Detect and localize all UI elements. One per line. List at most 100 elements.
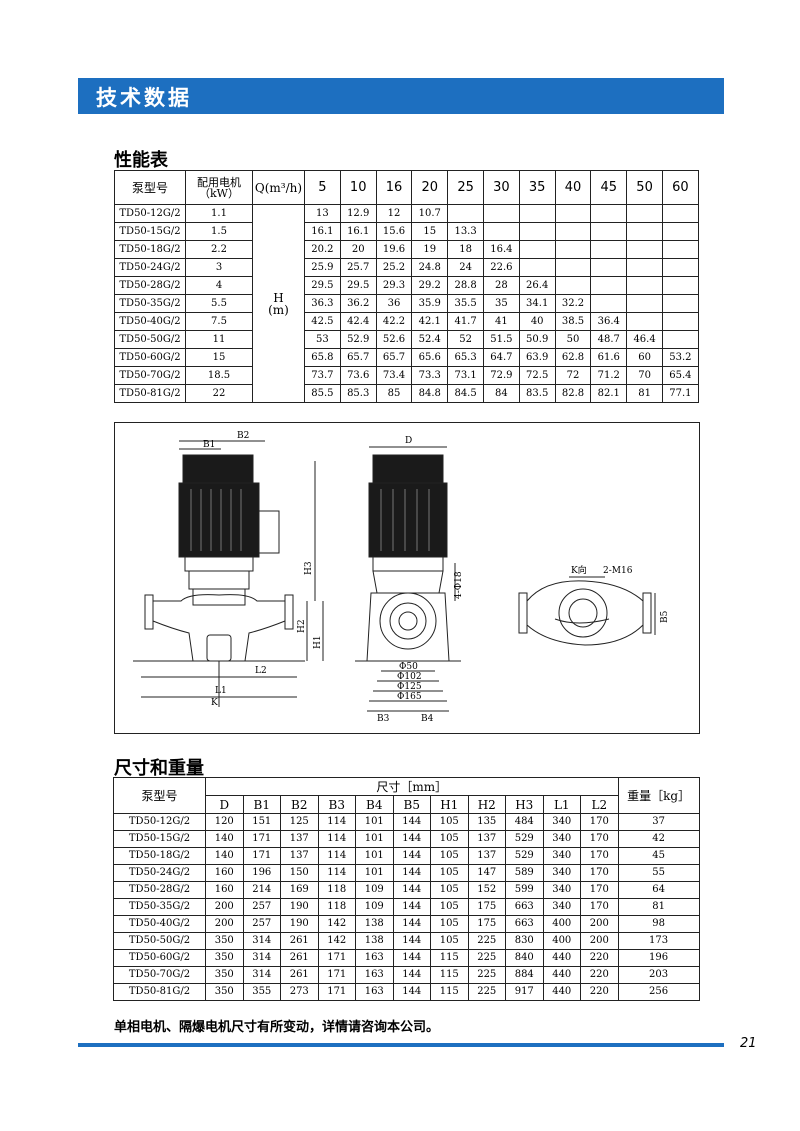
head-value: 18 — [447, 240, 484, 259]
dimension-value: 175 — [467, 915, 506, 933]
dimension-value: 220 — [580, 966, 619, 984]
head-value: 26.4 — [518, 276, 556, 295]
dimension-value: 151 — [242, 813, 281, 831]
dimension-value: 144 — [392, 813, 431, 831]
dim-col-header: H3 — [505, 795, 544, 814]
dimension-value: 884 — [505, 966, 544, 984]
footer-line — [78, 1043, 724, 1047]
dim-b3: B3 — [377, 714, 390, 724]
dimension-value: 220 — [580, 949, 619, 967]
dim-b4: B4 — [421, 714, 434, 724]
inlet-flange — [144, 594, 154, 630]
dim-h3: H3 — [304, 561, 314, 575]
head-value: 65.3 — [447, 348, 484, 367]
dimension-value: 135 — [467, 813, 506, 831]
head-value: 25.7 — [339, 258, 377, 277]
col-flow-header: Q(m³/h) — [252, 170, 305, 205]
head-value: 25.9 — [304, 258, 341, 277]
head-value: 42.4 — [339, 312, 377, 331]
head-value — [518, 204, 556, 223]
pump-model: TD50-81G/2 — [113, 983, 206, 1001]
head-value — [661, 222, 699, 241]
head-value: 73.1 — [447, 366, 484, 385]
head-value — [626, 240, 663, 259]
dim-l1: L1 — [215, 686, 227, 696]
dimension-value: 137 — [467, 830, 506, 848]
dimension-value: 340 — [542, 881, 581, 899]
dimensions-title: 尺寸和重量 — [114, 758, 204, 779]
head-value — [518, 240, 556, 259]
dim-d: D — [405, 436, 412, 446]
head-value: 50.9 — [518, 330, 556, 349]
dimension-value: 144 — [392, 966, 431, 984]
dimension-value: 663 — [505, 898, 544, 916]
weight-value: 98 — [617, 915, 700, 933]
motor-power: 3 — [185, 258, 253, 277]
head-value: 72.9 — [482, 366, 520, 385]
dimension-value: 200 — [580, 915, 619, 933]
dimension-value: 160 — [205, 864, 244, 882]
head-value — [518, 258, 556, 277]
dim-b1: B1 — [203, 440, 215, 450]
dim-col-header: L1 — [542, 795, 581, 814]
dimension-value: 190 — [280, 915, 319, 933]
dim-h1: H1 — [313, 635, 323, 649]
dimension-value: 170 — [580, 813, 619, 831]
dimension-value: 109 — [355, 881, 394, 899]
dim-holes: 4-Φ18 — [454, 571, 464, 599]
head-value: 36.2 — [339, 294, 377, 313]
weight-value: 81 — [617, 898, 700, 916]
dimension-value: 200 — [205, 898, 244, 916]
pump-model: TD50-60G/2 — [113, 949, 206, 967]
dimension-value: 118 — [317, 898, 356, 916]
dimension-value: 340 — [542, 847, 581, 865]
head-value: 16.4 — [482, 240, 520, 259]
dimension-value: 144 — [392, 898, 431, 916]
head-value: 50 — [554, 330, 592, 349]
side-motor-body — [368, 482, 448, 558]
pump-model: TD50-12G/2 — [114, 204, 186, 223]
dimension-value: 589 — [505, 864, 544, 882]
dimension-value: 350 — [205, 949, 244, 967]
head-value: 85.3 — [339, 384, 377, 403]
terminal-box — [258, 510, 280, 554]
head-value: 84.8 — [411, 384, 449, 403]
dimension-value: 109 — [355, 898, 394, 916]
pump-model: TD50-18G/2 — [114, 240, 186, 259]
head-value: 73.6 — [339, 366, 377, 385]
dimension-value: 144 — [392, 881, 431, 899]
dimension-value: 171 — [242, 830, 281, 848]
dimension-value: 171 — [242, 847, 281, 865]
dimension-value: 400 — [542, 915, 581, 933]
flow-header: 45 — [590, 170, 628, 205]
head-value — [590, 276, 628, 295]
head-value: 83.5 — [518, 384, 556, 403]
dimension-value: 144 — [392, 864, 431, 882]
motor-power: 11 — [185, 330, 253, 349]
head-value: 85 — [375, 384, 413, 403]
dimension-value: 147 — [467, 864, 506, 882]
head-value — [661, 258, 699, 277]
dimension-value: 190 — [280, 898, 319, 916]
head-value: 53 — [304, 330, 341, 349]
head-value: 42.1 — [411, 312, 449, 331]
dimension-value: 105 — [430, 830, 469, 848]
head-value: 15.6 — [375, 222, 413, 241]
head-value — [661, 330, 699, 349]
head-value: 25.2 — [375, 258, 413, 277]
head-value: 35.5 — [447, 294, 484, 313]
dimension-value: 314 — [242, 932, 281, 950]
head-value: 35.9 — [411, 294, 449, 313]
pump-model: TD50-24G/2 — [114, 258, 186, 277]
dimension-value: 340 — [542, 830, 581, 848]
dimension-value: 340 — [542, 813, 581, 831]
head-value: 29.5 — [339, 276, 377, 295]
flow-header: 10 — [339, 170, 377, 205]
dim-col-header: H2 — [467, 795, 506, 814]
